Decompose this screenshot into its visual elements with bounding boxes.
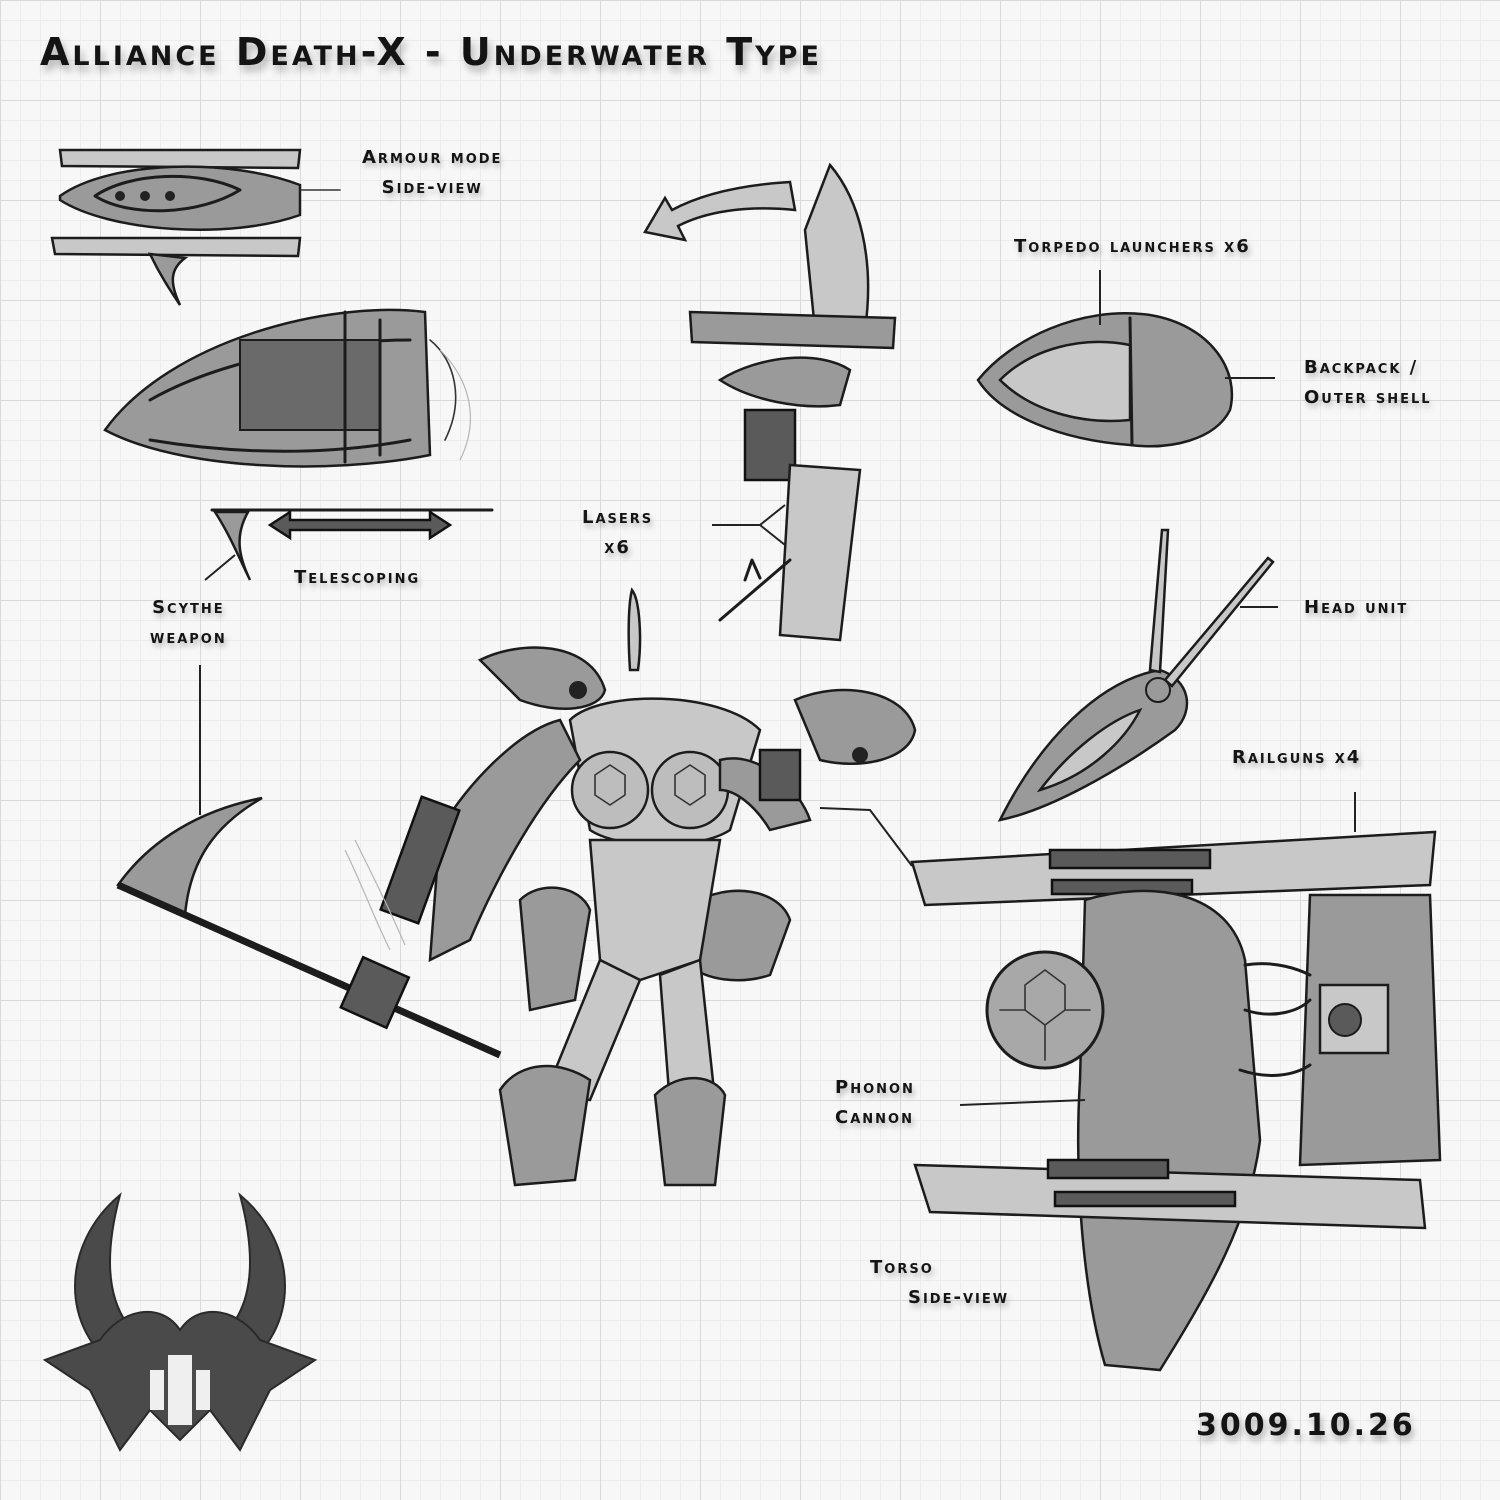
- phonon-cannon-label: Phonon Cannon: [835, 1077, 915, 1128]
- railguns-label: Railguns x4: [1232, 747, 1362, 768]
- torpedo-launchers-label: Torpedo launchers x6: [1014, 236, 1251, 257]
- horned-emblem-icon: [42, 1192, 318, 1452]
- telescoping-bar: [204, 508, 494, 581]
- mecha-body-sketch: [344, 162, 917, 1187]
- head-unit-label: Head unit: [1304, 597, 1409, 618]
- backpack-sketch: [976, 270, 1275, 448]
- scythe-sketch: [116, 665, 502, 1059]
- torso-sideview-sketch: [819, 792, 1442, 1372]
- head-unit-sketch: [997, 528, 1278, 822]
- laser-leads: [712, 504, 786, 546]
- armour-mode-sketch: [50, 148, 341, 306]
- scythe-weapon-label: Scythe weapon: [150, 597, 227, 648]
- backpack-label: Backpack / Outer shell: [1304, 357, 1432, 408]
- curved-arrow-icon: [643, 180, 797, 242]
- armour-mode-label: Armour mode Side-view: [362, 147, 503, 198]
- torso-label: Torso Side-view: [870, 1257, 1010, 1308]
- sheet-date: 3009.10.26: [1196, 1408, 1416, 1443]
- lasers-label: Lasers x6: [582, 507, 654, 558]
- telescoping-label: Telescoping: [294, 567, 421, 588]
- sheet-title: Alliance Death-X - Underwater Type: [40, 30, 822, 74]
- shell-sketch: [103, 308, 471, 468]
